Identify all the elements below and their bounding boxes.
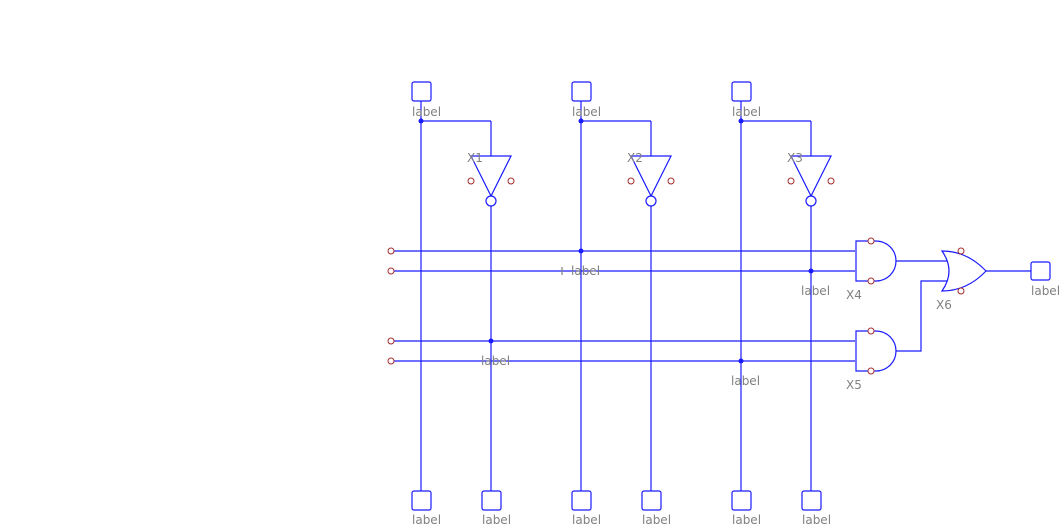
junction-dot <box>488 338 494 344</box>
junction-dot <box>578 118 584 124</box>
input-port-a-label: label <box>412 105 441 119</box>
junction-dot <box>578 248 584 254</box>
inverter-x3[interactable] <box>787 155 835 207</box>
bottom-port-a-label: label <box>412 513 441 527</box>
row-pin-1[interactable] <box>387 247 395 255</box>
input-port-b-label: label <box>572 105 601 119</box>
junction-dot <box>738 358 744 364</box>
row-pin-3[interactable] <box>387 337 395 345</box>
and-gate-x4[interactable] <box>855 237 897 285</box>
bottom-port-b-inv-label: label <box>642 513 671 527</box>
or-gate-x6-label: X6 <box>936 298 952 312</box>
input-port-b[interactable] <box>571 81 592 102</box>
bottom-port-c-label: label <box>732 513 761 527</box>
net-label-row2: label <box>571 264 600 278</box>
bottom-port-a-inv[interactable] <box>481 490 502 511</box>
bottom-port-c-inv[interactable] <box>801 490 822 511</box>
net-label-row4-col: label <box>731 374 760 388</box>
net-label-col-x4: label <box>801 284 830 298</box>
bottom-port-a[interactable] <box>411 490 432 511</box>
inverter-x3-label: X3 <box>787 151 803 165</box>
junction-dot <box>808 268 814 274</box>
net-label-row4: label <box>481 354 510 368</box>
bottom-port-c[interactable] <box>731 490 752 511</box>
and-gate-x5[interactable] <box>855 327 897 375</box>
and-gate-x4-label: X4 <box>846 288 862 302</box>
x5-out-wire <box>896 280 948 352</box>
inverter-x2-label: X2 <box>627 151 643 165</box>
output-port[interactable] <box>1030 261 1051 281</box>
row-pin-2[interactable] <box>387 267 395 275</box>
input-port-c-label: label <box>732 105 761 119</box>
inverter-x1[interactable] <box>467 155 515 207</box>
junction-dot <box>418 118 424 124</box>
row-pin-4[interactable] <box>387 357 395 365</box>
bottom-port-b-label: label <box>572 513 601 527</box>
and-gate-x5-label: X5 <box>846 378 862 392</box>
input-port-a[interactable] <box>411 81 432 102</box>
bottom-port-a-inv-label: label <box>482 513 511 527</box>
bottom-port-c-inv-label: label <box>802 513 831 527</box>
or-gate-x6[interactable] <box>940 247 987 295</box>
junction-dot <box>738 118 744 124</box>
inverter-x2[interactable] <box>627 155 675 207</box>
output-port-label: label <box>1031 284 1060 298</box>
bottom-port-b[interactable] <box>571 490 592 511</box>
inverter-x1-label: X1 <box>467 151 483 165</box>
input-port-c[interactable] <box>731 81 752 102</box>
bottom-port-b-inv[interactable] <box>641 490 662 511</box>
